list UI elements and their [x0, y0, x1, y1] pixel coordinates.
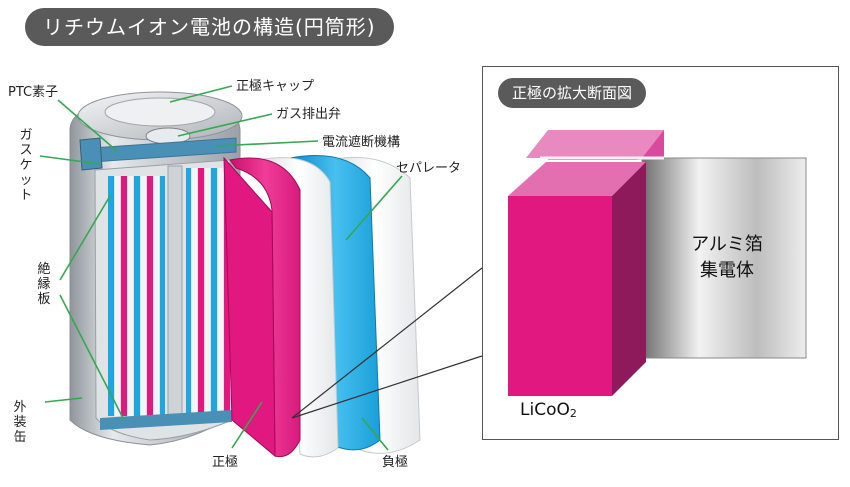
licoo2-top-face	[508, 162, 646, 196]
foil-label-line2: 集電体	[700, 260, 754, 281]
foil-label: アルミ箔 集電体	[672, 232, 782, 284]
bottom-insulator	[100, 410, 232, 430]
upper-coating-face	[526, 130, 664, 158]
label-insulator: 絶縁板	[37, 262, 51, 307]
licoo2-side-face	[612, 162, 646, 396]
label-gasket: ガスケット	[19, 128, 33, 203]
label-can: 外装缶	[13, 400, 27, 445]
cap-top-ring	[104, 97, 216, 127]
licoo2-front-face	[508, 196, 612, 396]
label-negative: 負極	[382, 454, 408, 470]
left-electrode-stack	[108, 176, 165, 416]
detail-title: 正極の拡大断面図	[498, 78, 647, 108]
label-positive-cap: 正極キャップ	[236, 78, 314, 94]
label-ptc: PTC素子	[8, 85, 58, 100]
positive-electrode-face	[223, 156, 276, 458]
licoo2-subscript: 2	[569, 407, 577, 420]
leader-lines	[39, 85, 403, 451]
zoom-line-top	[291, 267, 483, 419]
zoom-line-bottom	[291, 355, 483, 419]
diagram-title: リチウムイオン電池の構造(円筒形)	[25, 8, 394, 46]
licoo2-label: LiCoO2	[520, 400, 577, 420]
positive-electrode-sheet	[229, 157, 301, 458]
right-electrode-stack	[186, 168, 230, 416]
foil-label-line1: アルミ箔	[691, 234, 763, 255]
label-separator: セパレータ	[396, 161, 461, 176]
label-gas-vent: ガス排出弁	[276, 107, 341, 122]
licoo2-text: LiCoO	[520, 400, 570, 420]
label-current-interrupt: 電流遮断機構	[322, 134, 400, 150]
label-positive: 正極	[212, 454, 238, 470]
